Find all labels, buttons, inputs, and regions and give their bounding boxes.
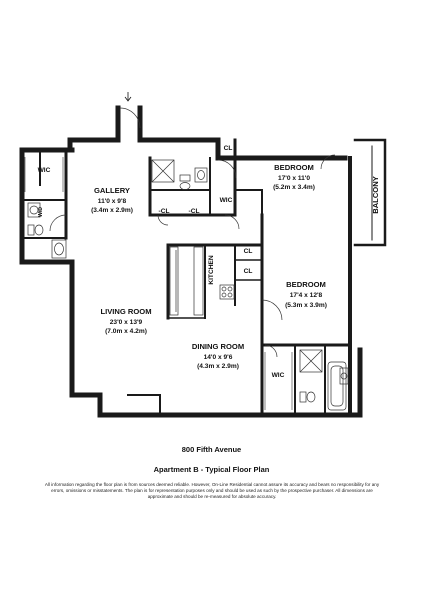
disclaimer-text: All information regarding the floor plan… (44, 482, 380, 499)
svg-text:23'0 x 13'9: 23'0 x 13'9 (110, 319, 143, 326)
room-bedroom-2: BEDROOM 17'4 x 12'8 (5.3m x 3.9m) (285, 280, 327, 309)
balcony-label: BALCONY (371, 176, 380, 214)
svg-text:LIVING ROOM: LIVING ROOM (100, 307, 151, 316)
wic-label: WIC (38, 167, 51, 174)
washer-dryer-label: W/D (38, 207, 44, 217)
svg-text:17'0 x 11'0: 17'0 x 11'0 (278, 175, 310, 182)
sink-icon (51, 167, 349, 385)
room-dining-room: DINING ROOM 14'0 x 9'6 (4.3m x 2.9m) (192, 342, 244, 370)
svg-text:11'0 x 9'8: 11'0 x 9'8 (98, 198, 127, 205)
kitchen-counter-icon (169, 246, 235, 316)
closet-label: -CL (159, 208, 170, 215)
toilet-icon (27, 224, 44, 236)
svg-text:GALLERY: GALLERY (94, 186, 130, 195)
room-living-room: LIVING ROOM 23'0 x 13'9 (7.0m x 4.2m) (100, 307, 151, 335)
wic-label: WIC (220, 197, 233, 204)
closet-label: CL (244, 248, 253, 255)
address-caption: 800 Fifth Avenue (181, 445, 242, 454)
closet-label: -CL (189, 208, 200, 215)
svg-text:BEDROOM: BEDROOM (274, 163, 314, 172)
closet-label: CL (244, 268, 253, 275)
svg-text:(4.3m x 2.9m): (4.3m x 2.9m) (197, 363, 239, 370)
svg-text:(7.0m x 4.2m): (7.0m x 4.2m) (105, 328, 147, 335)
svg-text:17'4 x 12'8: 17'4 x 12'8 (290, 292, 323, 299)
shower-icon (151, 159, 323, 373)
entry-arrow-icon (124, 92, 132, 102)
svg-text:(5.2m x 3.4m): (5.2m x 3.4m) (273, 184, 315, 191)
plan-subtitle: Apartment B - Typical Floor Plan (153, 465, 270, 474)
wic-label: WIC (272, 372, 285, 379)
svg-text:(5.3m x 3.9m): (5.3m x 3.9m) (285, 302, 327, 309)
room-gallery: GALLERY 11'0 x 9'8 (3.4m x 2.9m) (91, 186, 133, 214)
svg-text:DINING ROOM: DINING ROOM (192, 342, 244, 351)
svg-text:(3.4m x 2.9m): (3.4m x 2.9m) (91, 207, 133, 214)
toilet-icon (299, 391, 316, 403)
svg-text:14'0 x 9'6: 14'0 x 9'6 (204, 354, 233, 361)
closet-label: CL (224, 145, 233, 152)
svg-text:BEDROOM: BEDROOM (286, 280, 326, 289)
bathtub-icon (327, 361, 347, 411)
toilet-icon (179, 174, 191, 190)
room-bedroom-1: BEDROOM 17'0 x 11'0 (5.2m x 3.4m) (273, 163, 315, 191)
kitchen-label: KITCHEN (208, 255, 215, 285)
